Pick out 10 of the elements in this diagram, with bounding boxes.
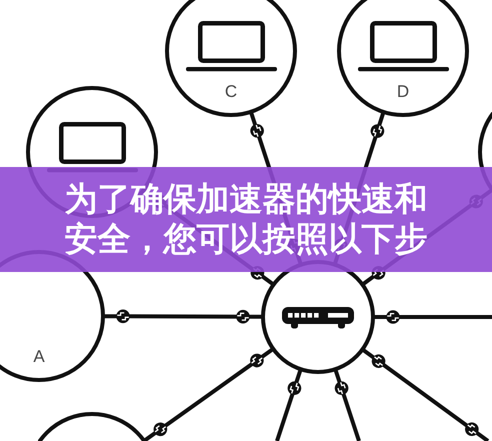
node-label: A	[33, 348, 45, 366]
connector-line	[275, 368, 303, 441]
connector-line	[373, 310, 492, 324]
node-label: C	[224, 83, 238, 101]
node-label: D	[396, 83, 410, 101]
connector-line	[142, 347, 274, 441]
title-banner: 为了确保加速器的快速和安全，您可以按照以下步	[0, 167, 492, 272]
connector-line	[103, 308, 263, 324]
connector-line	[333, 368, 361, 441]
connector-line	[361, 348, 490, 441]
